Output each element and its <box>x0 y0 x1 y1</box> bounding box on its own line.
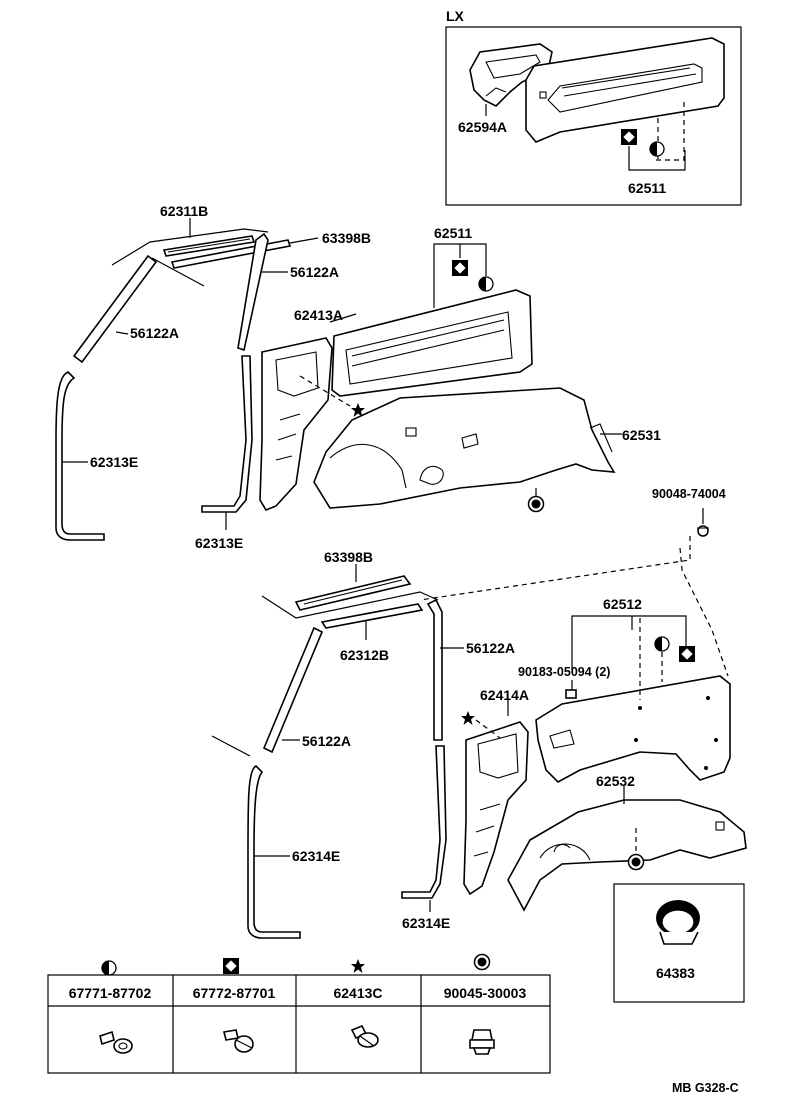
half-circle-icon <box>654 636 670 652</box>
clip-62413C <box>350 1024 379 1048</box>
clip-67772-87701 <box>223 1029 254 1053</box>
label-90048-74004: 90048-74004 <box>652 487 726 501</box>
part-62413A <box>259 337 333 511</box>
table-part-3: 90045-30003 <box>444 985 527 1001</box>
part-62512 <box>535 675 731 783</box>
part-62531 <box>313 387 616 509</box>
label-62314E-1: 62314E <box>292 848 340 864</box>
table-part-1: 67772-87701 <box>193 985 276 1001</box>
clip-90048-74004 <box>697 525 709 537</box>
label-62512: 62512 <box>603 596 642 612</box>
label-63398B-top: 63398B <box>322 230 371 246</box>
clip-67771-87702 <box>99 1030 133 1054</box>
half-circle-icon <box>101 960 117 976</box>
bullseye-icon <box>627 853 645 871</box>
half-circle-icon <box>649 141 665 157</box>
label-62313E-1: 62313E <box>90 454 138 470</box>
star-icon <box>351 959 365 973</box>
label-90183-05094: 90183-05094 (2) <box>518 665 610 679</box>
part-62511-lx <box>525 37 725 143</box>
label-56122A-4: 56122A <box>302 733 351 749</box>
label-63398B-bottom: 63398B <box>324 549 373 565</box>
label-62312B: 62312B <box>340 647 389 663</box>
lx-inset: LX 62594A 62511 <box>445 8 742 206</box>
fastener-table: 67771-87702 67772-87701 62413C 90045-300… <box>47 953 551 1074</box>
label-56122A-1: 56122A <box>290 264 339 280</box>
part-62532 <box>507 799 747 912</box>
grommet-box: 64383 <box>613 883 745 1003</box>
label-62314E-2: 62314E <box>402 915 450 931</box>
label-62531: 62531 <box>622 427 661 443</box>
clip-90045-30003 <box>469 1029 495 1055</box>
label-56122A-2: 56122A <box>130 325 179 341</box>
diamond-square-icon <box>223 958 239 974</box>
diamond-square-icon <box>679 646 695 662</box>
bullseye-icon <box>473 953 491 971</box>
label-62594A: 62594A <box>458 119 507 135</box>
table-part-2: 62413C <box>333 985 382 1001</box>
half-circle-icon <box>478 276 494 292</box>
diamond-square-icon <box>621 129 637 145</box>
part-62414A <box>463 721 529 896</box>
drawing-code: MB G328-C <box>672 1081 739 1095</box>
diamond-square-icon <box>452 260 468 276</box>
clip-90183-05094 <box>565 689 577 699</box>
bullseye-icon <box>527 495 545 513</box>
label-64383: 64383 <box>656 965 695 981</box>
label-62532: 62532 <box>596 773 635 789</box>
label-62413A: 62413A <box>294 307 343 323</box>
label-62511-upper: 62511 <box>434 225 472 241</box>
label-62511-lx: 62511 <box>628 180 666 196</box>
label-56122A-3: 56122A <box>466 640 515 656</box>
label-62311B: 62311B <box>160 203 208 219</box>
part-62511-upper <box>331 289 533 397</box>
upper-assembly: 62311B 63398B 56122A 56122A 62313E 62313… <box>55 203 661 551</box>
part-64383 <box>656 900 700 945</box>
label-62414A: 62414A <box>480 687 529 703</box>
table-part-0: 67771-87702 <box>69 985 152 1001</box>
lower-assembly: 63398B 62312B 56122A 56122A 62314E 62314… <box>211 549 747 939</box>
lx-title: LX <box>446 8 465 24</box>
star-icon <box>461 711 475 725</box>
part-62594A-lx <box>469 43 553 107</box>
label-62313E-2: 62313E <box>195 535 243 551</box>
